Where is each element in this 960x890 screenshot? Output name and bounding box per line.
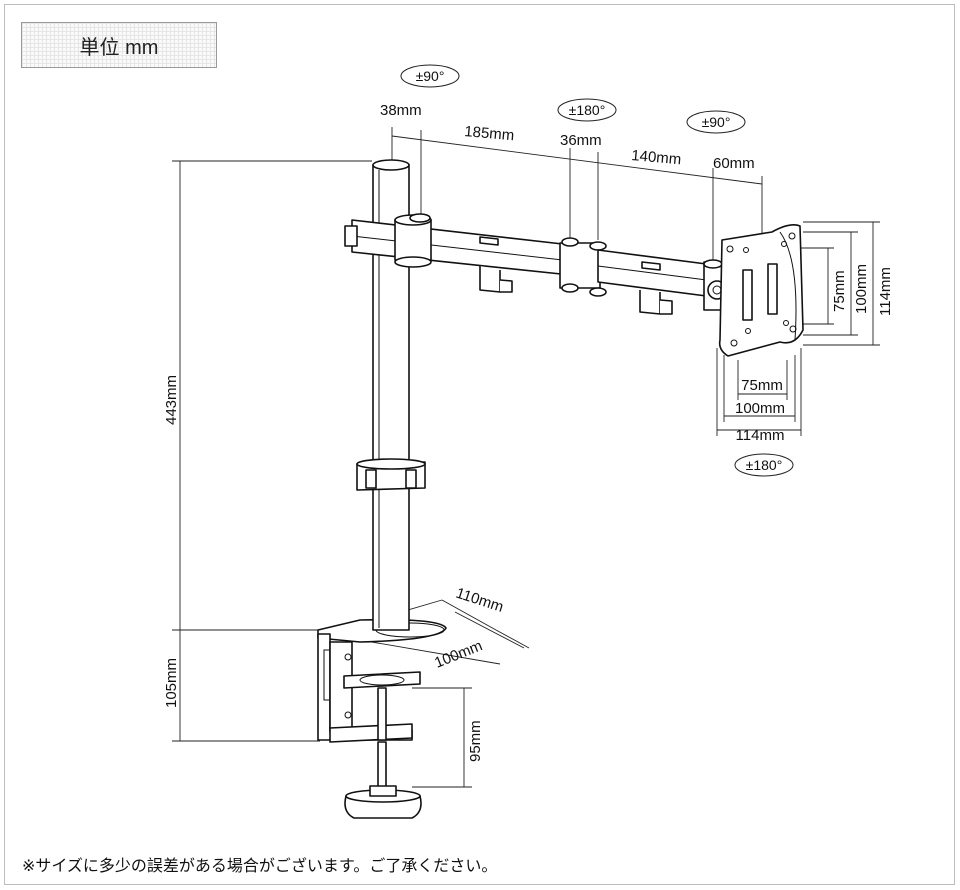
dim-plate-height: 114mm [877, 267, 894, 316]
dim-plate-width: 114mm [736, 427, 785, 444]
dim-pole-diameter: 38mm [380, 102, 422, 119]
vesa-plate [718, 224, 804, 357]
rotation-badge-elbow: ±180° [557, 98, 617, 122]
dim-height: 443mm [163, 375, 180, 425]
dim-clamp-height: 105mm [163, 658, 180, 708]
rotation-badge-pole: ±90° [400, 64, 460, 88]
pole-collar [356, 458, 426, 491]
rotation-plate-label: ±180° [746, 457, 783, 473]
dim-vesa-small-v: 75mm [831, 270, 848, 312]
dim-vesa-small-h: 75mm [741, 377, 783, 394]
dim-vesa-large-h: 100mm [735, 400, 785, 417]
rotation-badge-plate: ±180° [734, 453, 794, 477]
dim-vesa-large-v: 100mm [853, 264, 870, 314]
footnote: ※サイズに多少の誤差がある場合がございます。ご了承ください。 [22, 858, 498, 875]
arm-segment-2 [597, 249, 727, 315]
dim-head: 60mm [713, 155, 755, 172]
dim-arm-second: 140mm [631, 147, 682, 168]
dim-base-depth: 100mm [432, 637, 485, 672]
desk-clamp [317, 633, 422, 819]
rotation-head-label: ±90° [702, 114, 731, 130]
dimension-lines [172, 127, 880, 788]
dim-joint: 36mm [560, 132, 602, 149]
rotation-pole-label: ±90° [416, 68, 445, 84]
rotation-elbow-label: ±180° [569, 102, 606, 118]
dim-arm-first: 185mm [464, 123, 515, 144]
rotation-badge-head: ±90° [686, 110, 746, 134]
elbow-joint [559, 237, 607, 297]
unit-label: 単位 mm [79, 36, 159, 59]
dim-clamp-opening: 95mm [467, 720, 484, 762]
unit-label-box: 単位 mm [21, 22, 217, 68]
arm-segment-1 [344, 213, 581, 293]
outer-frame [4, 4, 955, 885]
